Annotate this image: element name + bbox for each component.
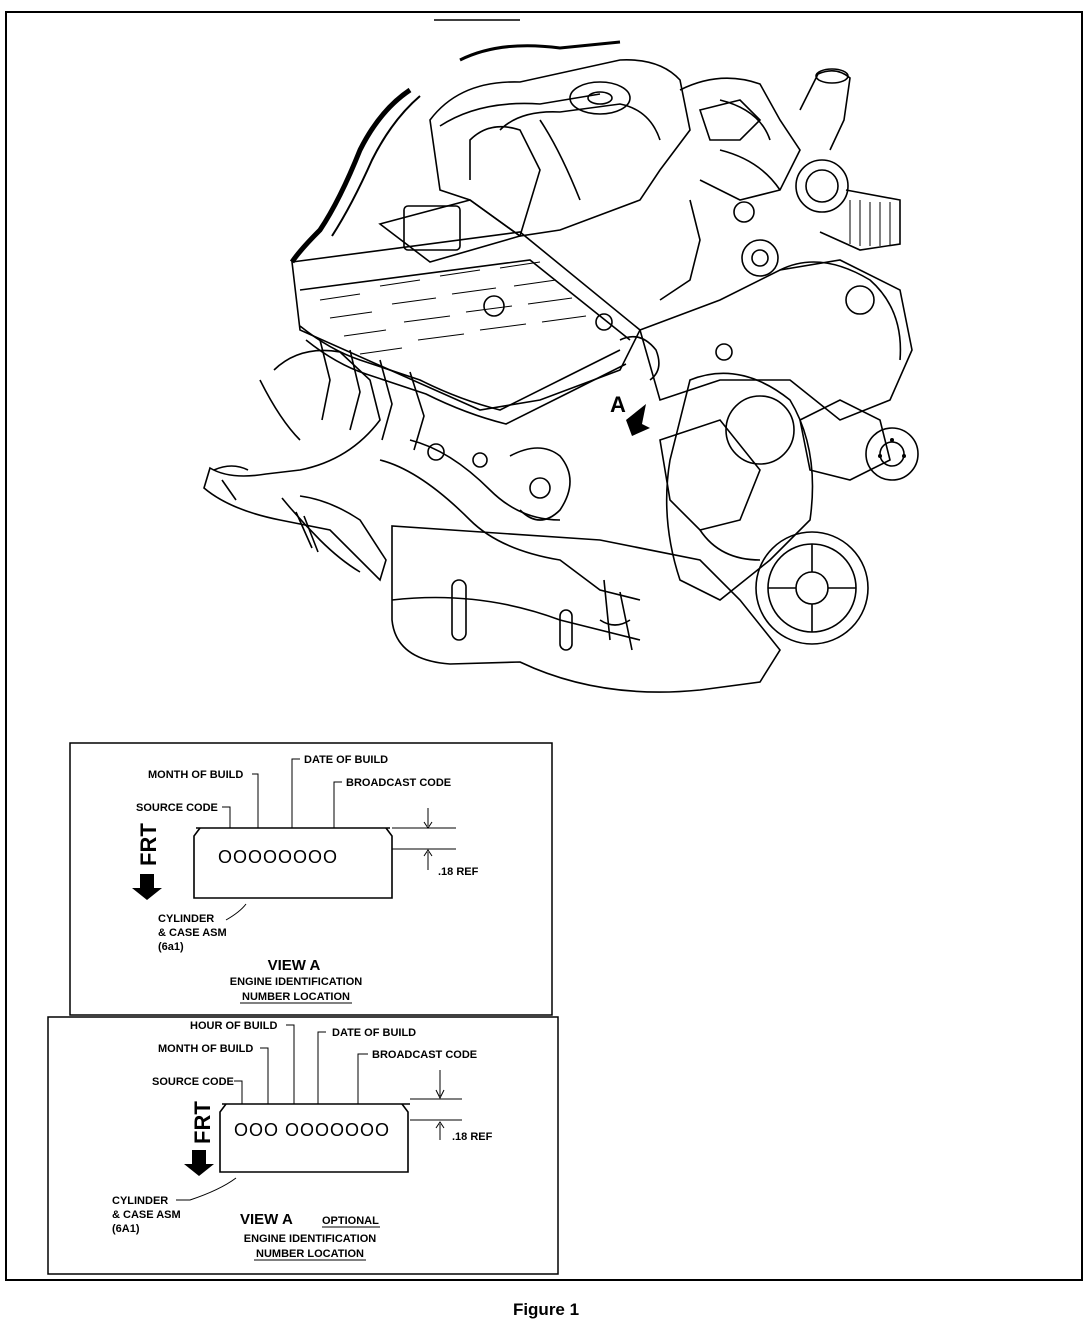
view-a-frt-arrow-icon	[132, 874, 162, 900]
view-a-cylinder-label-2: & CASE ASM	[158, 927, 227, 939]
view-a-id-code: OOOOOOOO	[218, 847, 338, 867]
view-b-optional-label: OPTIONAL	[322, 1215, 379, 1227]
view-a-cylinder-label-1: CYLINDER	[158, 913, 214, 925]
view-a-title: VIEW A	[268, 957, 321, 974]
figure-caption: Figure 1	[513, 1300, 579, 1319]
view-a-optional-border	[47, 1016, 559, 1275]
view-a-panel: MONTH OF BUILD DATE OF BUILD BROADCAST C…	[69, 742, 553, 1016]
view-a-date-label: DATE OF BUILD	[304, 754, 388, 766]
view-b-cylinder-label-1: CYLINDER	[112, 1195, 168, 1207]
view-b-frt-label: FRT	[190, 1101, 215, 1144]
engine-illustration: A	[203, 40, 919, 693]
view-b-ref-label: .18 REF	[452, 1131, 493, 1143]
view-b-title: VIEW A	[240, 1211, 293, 1228]
view-a-broadcast-label: BROADCAST CODE	[346, 777, 451, 789]
figure-border	[5, 11, 1083, 1281]
view-a-frt-label: FRT	[136, 823, 161, 866]
engine-view-marker: A	[610, 392, 626, 417]
view-a-month-label: MONTH OF BUILD	[148, 769, 243, 781]
view-b-subtitle-1: ENGINE IDENTIFICATION	[244, 1233, 376, 1245]
view-a-border	[69, 742, 553, 1016]
view-a-cylinder-label-3: (6a1)	[158, 941, 184, 953]
view-b-source-label: SOURCE CODE	[152, 1076, 234, 1088]
view-b-broadcast-label: BROADCAST CODE	[372, 1049, 477, 1061]
view-b-hour-label: HOUR OF BUILD	[190, 1020, 277, 1032]
view-b-month-label: MONTH OF BUILD	[158, 1043, 253, 1055]
view-a-ref-label: .18 REF	[438, 866, 479, 878]
view-b-cylinder-label-3: (6A1)	[112, 1223, 140, 1235]
view-a-subtitle-2: NUMBER LOCATION	[242, 991, 350, 1003]
view-b-frt-arrow-icon	[184, 1150, 214, 1176]
view-a-source-label: SOURCE CODE	[136, 802, 218, 814]
view-a-optional-panel: HOUR OF BUILD MONTH OF BUILD DATE OF BUI…	[47, 1016, 559, 1275]
view-b-subtitle-2: NUMBER LOCATION	[256, 1248, 364, 1260]
view-b-id-code: OOO OOOOOOO	[234, 1120, 390, 1140]
view-b-cylinder-label-2: & CASE ASM	[112, 1209, 181, 1221]
view-a-subtitle-1: ENGINE IDENTIFICATION	[230, 976, 362, 988]
view-b-date-label: DATE OF BUILD	[332, 1027, 416, 1039]
